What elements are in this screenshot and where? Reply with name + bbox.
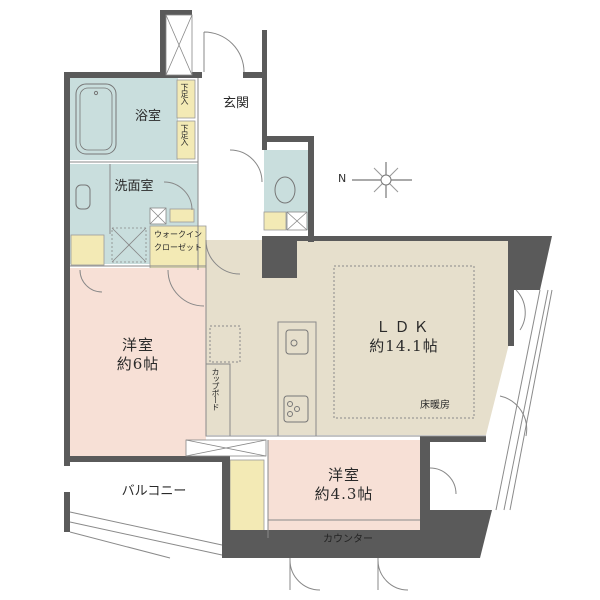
ldk-size: 約14.1帖 [369, 336, 439, 355]
cupboard-label: カップボード [211, 368, 220, 410]
toilet-shelf [263, 211, 287, 231]
bathtub-icon [75, 83, 117, 155]
western-room-2-size: 約4.3帖 [314, 484, 374, 503]
washroom-label: 洗面室 [114, 179, 154, 194]
western-room-1-size: 約6帖 [116, 354, 160, 373]
floor-heating-label: 床暖房 [420, 400, 450, 411]
western-room-2-name: 洋室 [327, 466, 360, 484]
entrance-label: 玄関 [222, 96, 249, 111]
walk-in-closet-line2: クローゼット [154, 243, 202, 252]
storage-left-area [70, 234, 105, 266]
toilet-icon [274, 176, 296, 204]
north-label: N [338, 172, 347, 185]
counter-label: カウンター [323, 534, 373, 545]
stove-icon [283, 395, 309, 423]
shoe-storage-1-label: 下足入 [180, 83, 189, 104]
walk-in-closet-area [149, 225, 207, 269]
shoe-storage-2-label: 下足入 [180, 124, 189, 145]
interior-lines [69, 78, 553, 559]
western-room-1-label: 洋室 約6帖 [90, 336, 186, 374]
ldk-label: ＬＤＫ 約14.1帖 [344, 318, 464, 356]
shoe-storage-1-area [176, 79, 196, 119]
compass-rose-icon [352, 162, 412, 198]
walk-in-closet-line1: ウォークイン [154, 230, 202, 239]
western-room-2-area [268, 440, 420, 538]
bathroom-label: 浴室 [134, 109, 161, 124]
balcony-label: バルコニー [121, 484, 187, 499]
western-room-1-name: 洋室 [121, 336, 154, 354]
ldk-area [206, 240, 510, 435]
compass: N [332, 160, 412, 200]
shaft-icons [111, 14, 308, 457]
wardrobe-area [229, 459, 265, 533]
sink-icon [285, 329, 309, 355]
walk-in-closet-label: ウォークイン クローゼット [150, 230, 206, 253]
door-swings [79, 31, 528, 591]
ldk-name: ＬＤＫ [375, 318, 433, 336]
walls [64, 10, 552, 558]
closet-shelf [169, 208, 195, 223]
western-room-2-label: 洋室 約4.3帖 [294, 466, 394, 504]
wash-basin-icon [75, 184, 91, 210]
shoe-storage-2-area [176, 120, 196, 160]
